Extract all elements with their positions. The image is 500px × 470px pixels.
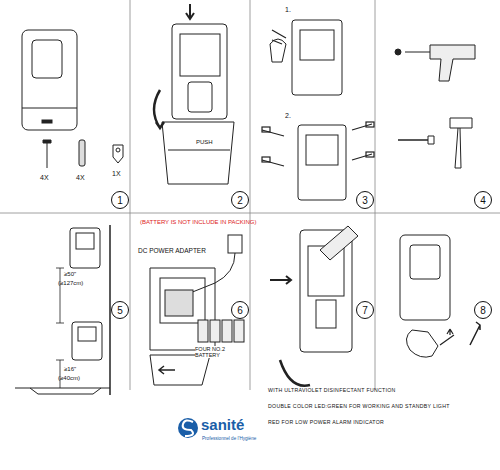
note: (BATTERY IS NOT INCLUDE IN PACKING): [140, 219, 256, 226]
dimension: (≥40cm): [58, 375, 80, 382]
callout-circle: 2: [231, 191, 249, 209]
callout-circle: 7: [356, 301, 374, 319]
callout-circle: 6: [231, 301, 249, 319]
callout-number: 5: [117, 305, 123, 316]
callout-circle: 4: [474, 191, 492, 209]
count: 1X: [112, 170, 121, 178]
feature-note: DOUBLE COLOR LED:GREEN FOR WORKING AND S…: [268, 404, 450, 410]
callout-number: 6: [237, 305, 243, 316]
count: 4X: [40, 174, 49, 182]
logo-tagline: Professionnel de l'Hygiène: [202, 436, 256, 441]
part-name: DC POWER ADAPTER: [138, 247, 206, 254]
feature-note: WITH ULTRAVIOLET DISINFECTANT FUNCTION: [268, 388, 396, 394]
callout-circle: 3: [356, 191, 374, 209]
callout-number: 2: [237, 195, 243, 206]
callout-number: 4: [480, 195, 486, 206]
count: 4X: [76, 174, 85, 182]
part-name: FOUR NO.2 BATTERY: [195, 346, 235, 358]
callout-number: 7: [362, 305, 368, 316]
button-label: PUSH: [196, 139, 213, 146]
callout-circle: 8: [474, 301, 492, 319]
callout-circle: 5: [111, 301, 129, 319]
callout-number: 1: [117, 195, 123, 206]
dimension: ≥16": [64, 366, 76, 373]
logo-text: sanité: [201, 417, 244, 434]
feature-note: RED FOR LOW POWER ALARM INDICATOR: [268, 420, 384, 426]
dimension: (≥127cm): [58, 280, 83, 287]
step: 2.: [285, 112, 291, 120]
callout-circle: 1: [111, 191, 129, 209]
callout-number: 8: [480, 305, 486, 316]
callout-number: 3: [362, 195, 368, 206]
step: 1.: [285, 6, 291, 14]
dimension: ≥50": [64, 271, 76, 278]
